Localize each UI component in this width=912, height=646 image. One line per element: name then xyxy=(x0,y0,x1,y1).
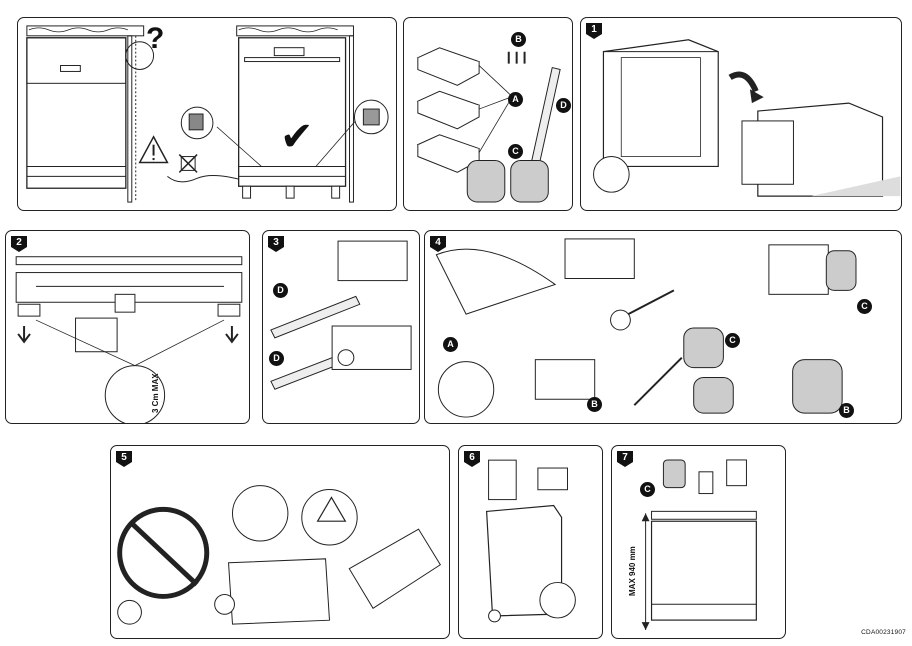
part-label-a: A xyxy=(443,337,458,352)
panel-parts: A B C D xyxy=(403,17,573,211)
step-badge: 2 xyxy=(11,236,27,252)
step-6-illustration xyxy=(485,459,576,623)
step-2-illustration xyxy=(15,256,243,423)
panel-step-6: 6 xyxy=(458,445,603,639)
intro-illustration xyxy=(26,25,389,203)
part-label-c: C xyxy=(725,333,740,348)
max-depth-label: MAX 940 mm xyxy=(628,546,637,596)
part-label-c: C xyxy=(640,482,655,497)
step-badge: 1 xyxy=(586,23,602,39)
step-4-illustration xyxy=(435,238,857,418)
panel-step-5: 5 xyxy=(110,445,450,639)
part-label-b: B xyxy=(587,397,602,412)
panel-step-4: 4 A B C C B xyxy=(424,230,902,424)
part-label-a: A xyxy=(508,92,523,107)
step-badge: 5 xyxy=(116,451,132,467)
question-mark: ? xyxy=(146,22,165,55)
step-badge: 6 xyxy=(464,451,480,467)
check-mark-icon: ✔ xyxy=(280,115,314,159)
part-label-c: C xyxy=(857,299,872,314)
parts-illustration xyxy=(416,47,561,203)
part-label-c: C xyxy=(508,144,523,159)
step-1-illustration xyxy=(593,39,901,197)
panel-step-7: 7 C MAX 940 mm xyxy=(611,445,786,639)
panel-step-2: 2 3 Cm MAX xyxy=(5,230,250,424)
part-label-d: D xyxy=(556,98,571,113)
panel-intro: ? ✔ xyxy=(17,17,397,211)
panel-step-3: 3 D D xyxy=(262,230,420,424)
step-badge: 7 xyxy=(617,451,633,467)
part-label-b: B xyxy=(839,403,854,418)
panel-step-1: 1 xyxy=(580,17,902,211)
part-label-d: D xyxy=(269,351,284,366)
max-height-label: 3 Cm MAX xyxy=(151,373,160,413)
part-label-d: D xyxy=(273,283,288,298)
step-3-illustration xyxy=(270,240,412,390)
part-label-b: B xyxy=(511,32,526,47)
step-badge: 3 xyxy=(268,236,284,252)
step-5-illustration xyxy=(117,485,442,625)
document-code: CDA00231907 xyxy=(861,629,906,636)
step-7-illustration xyxy=(641,459,757,630)
step-badge: 4 xyxy=(430,236,446,252)
